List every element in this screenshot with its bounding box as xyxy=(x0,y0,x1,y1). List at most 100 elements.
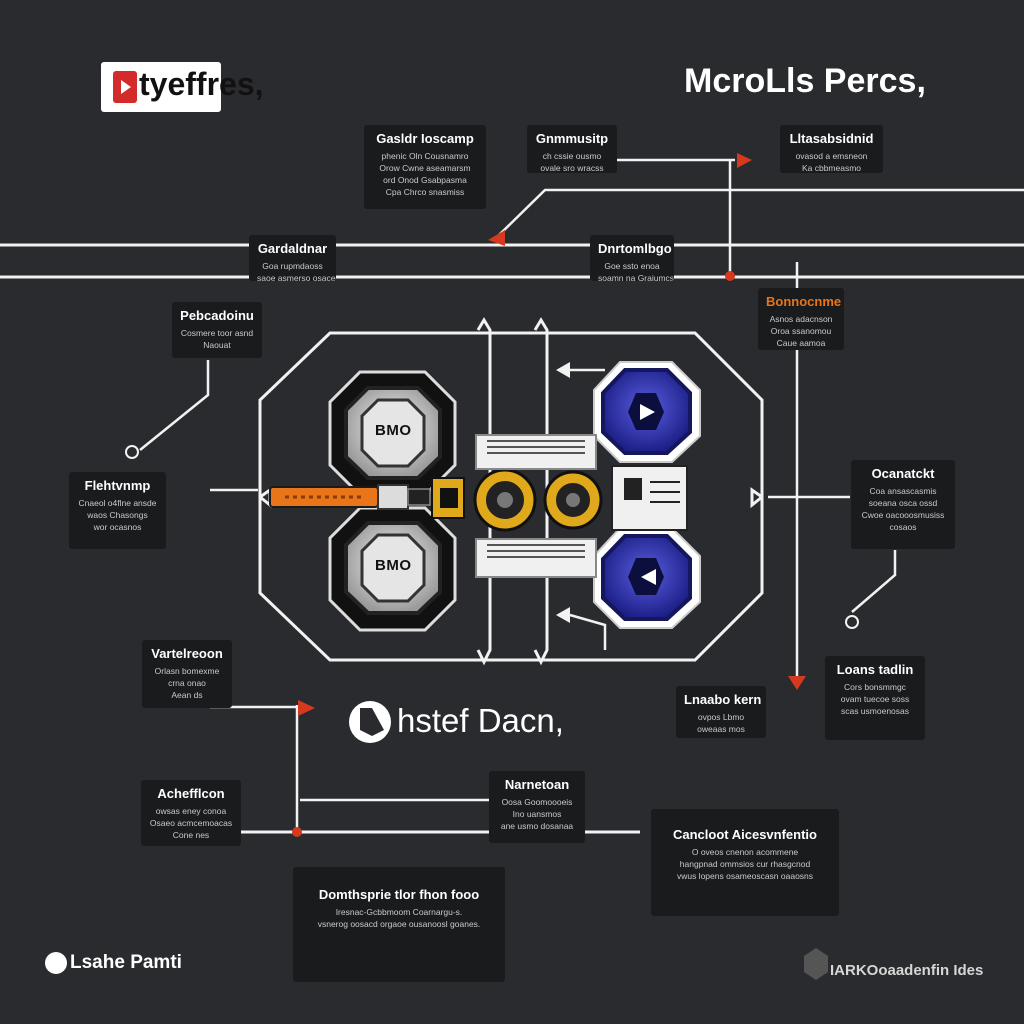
box-3-title: Lltasabsidnid xyxy=(789,131,874,146)
box-5-line: soamn na Graiumcs xyxy=(598,273,674,281)
box-11-line: oweaas mos xyxy=(697,724,745,734)
logo-text: tyeffres, xyxy=(139,66,264,102)
box-16-title: Domthsprie tlor fhon fooo xyxy=(318,887,480,902)
box-7-line: Asnos adacnson xyxy=(769,314,833,324)
box-4-line: Goa rupmdaoss xyxy=(262,261,323,271)
box-3-line: ovasod a emsneon xyxy=(795,151,868,161)
box-2-line: ch cssie ousmo xyxy=(542,151,602,161)
arrow-heads xyxy=(125,153,859,837)
drive-shaft xyxy=(269,477,465,519)
box-8-line: wor ocasnos xyxy=(93,522,142,532)
box-12-line: Cors bonsmmgc xyxy=(844,682,906,692)
hex-label-bottom: BMO xyxy=(375,557,412,574)
diagram-subtitle: hstef Dacn, xyxy=(397,702,564,739)
info-box-7: Bonnocnme OI RE Asnos adacnson Oroa ssan… xyxy=(758,288,844,350)
box-1-title: Gasldr Ioscamp xyxy=(376,131,474,146)
info-box-3: Lltasabsidnid ovasod a emsneon Ka cbbmea… xyxy=(780,125,883,173)
rack-module-top xyxy=(475,434,597,470)
device-module xyxy=(611,465,688,531)
hex-bottom-left xyxy=(328,506,457,632)
box-1-line: Cpa Chrco snasmiss xyxy=(385,187,465,197)
box-8-title: Flehtvnmp xyxy=(84,478,151,493)
footer-left-mark xyxy=(45,952,67,974)
hex-bottom-right xyxy=(593,527,701,629)
box-14-line: Ino uansmos xyxy=(512,809,562,819)
gear-left xyxy=(473,468,537,532)
arrow-head-left-diag xyxy=(488,230,505,246)
box-13-line: Osaeo acmcemoacas xyxy=(149,818,233,828)
info-box-12: Loans tadlin Cors bonsmmgc ovam tuecoe s… xyxy=(825,656,925,740)
box-11-title: Lnaabo kern xyxy=(684,692,762,707)
arrow-head-down-right xyxy=(788,676,806,690)
box-7-line: Caue aamoa xyxy=(776,338,826,348)
subtitle-mark xyxy=(349,701,391,743)
box-3-line: Ka cbbmeasmo xyxy=(801,163,862,173)
box-6-title: Pebcadoinu xyxy=(180,308,254,323)
terminal-left xyxy=(125,445,139,459)
box-14-line: Oosa Goomoooeis xyxy=(501,797,573,807)
box-9-line: Coa ansascasmis xyxy=(869,486,937,496)
info-box-10: Vartelreoon Orlasn bomexme crna onao Aea… xyxy=(142,640,232,708)
arrow-head-bottom-left xyxy=(298,700,315,716)
footer-right-mark xyxy=(804,948,828,980)
footer-left-brand: Lsahe Pamti xyxy=(70,952,182,973)
box-16-line: Iresnac-Gcbbmoom Coarnargu-s. xyxy=(335,907,463,917)
box-1-line: Orow Cwne aseamarsm xyxy=(379,163,471,173)
box-15-title: Cancloot Aicesvnfentio xyxy=(673,827,817,842)
box-1-line: phenic Oln Cousnamro xyxy=(381,151,469,161)
box-9-line: cosaos xyxy=(889,522,917,532)
box-5-line: Goe ssto enoa xyxy=(604,261,660,271)
box-16-line: vsnerog oosacd orgaoe ousanoosl goanes. xyxy=(317,919,481,929)
play-logo-icon xyxy=(113,71,137,103)
info-box-15: Cancloot Aicesvnfentio O oveos cnenon ac… xyxy=(651,809,839,916)
box-9-line: Cwoe oacooosmusiss xyxy=(861,510,945,520)
info-box-13: Achefflcon owsas eney conoa Osaeo acmcem… xyxy=(141,780,241,846)
info-box-2: Gnmmusitp ch cssie ousmo ovale sro wracs… xyxy=(527,125,617,173)
info-box-14: Narnetoan Oosa Goomoooeis Ino uansmos an… xyxy=(489,771,585,843)
box-12-title: Loans tadlin xyxy=(836,662,914,677)
box-8-line: waos Chasongs xyxy=(87,510,148,520)
box-10-line: Orlasn bomexme xyxy=(154,666,220,676)
wire-lower-arrow xyxy=(569,613,607,650)
info-box-9: Ocanatckt Coa ansascasmis soeana osca os… xyxy=(851,460,955,549)
info-box-16: Domthsprie tlor fhon fooo Iresnac-Gcbbmo… xyxy=(293,867,505,982)
box-7-line: Oroa ssanomou xyxy=(770,326,832,336)
header-title: McroLls Percs, xyxy=(684,62,926,100)
box-15-line: O oveos cnenon acommene xyxy=(691,847,799,857)
wire-right-diag xyxy=(851,550,897,613)
info-box-11: Lnaabo kern ovpos Lbmo oweaas mos xyxy=(676,686,766,738)
hex-top-left xyxy=(328,370,457,497)
footer-right-brand: IARKOoaadenfin Ides xyxy=(830,962,984,979)
box-12-line: ovam tuecoe soss xyxy=(840,694,910,704)
wire-diag-top xyxy=(496,188,1024,238)
arrow-head-upper xyxy=(556,362,570,378)
box-1-line: ord Onod Gsabpasma xyxy=(383,175,467,185)
info-box-8: Flehtvnmp Cnaeol o4flne ansde waos Chaso… xyxy=(69,472,166,549)
terminal-right xyxy=(845,615,859,629)
box-15-line: vwus lopens osameoscasn oaaosns xyxy=(676,871,814,881)
rack-module-bottom xyxy=(475,538,597,578)
info-box-1: Gasldr Ioscamp phenic Oln Cousnamro Orow… xyxy=(364,125,486,209)
hex-label-top: BMO xyxy=(375,422,412,439)
box-2-title: Gnmmusitp xyxy=(535,131,609,146)
box-12-line: scas usmoenosas xyxy=(840,706,910,716)
box-2-line: ovale sro wracss xyxy=(540,163,604,173)
box-13-line: Cone nes xyxy=(172,830,210,840)
box-8-line: Cnaeol o4flne ansde xyxy=(78,498,157,508)
arrow-head-right-top xyxy=(737,153,752,168)
box-6-line: Cosmere toor asnd xyxy=(180,328,254,338)
box-14-line: ane usmo dosanaa xyxy=(500,821,574,831)
box-10-line: Aean ds xyxy=(171,690,203,700)
arrow-head-lower xyxy=(556,607,570,623)
box-10-line: crna onao xyxy=(168,678,206,688)
box-7-title: Bonnocnme OI RE xyxy=(766,294,844,309)
box-13-title: Achefflcon xyxy=(157,786,225,801)
hex-top-right xyxy=(593,361,701,463)
node-marker-2 xyxy=(292,827,302,837)
box-6-line: Naouat xyxy=(203,340,231,350)
box-15-line: hangpnad ommsios cur rhasgcnod xyxy=(679,859,811,869)
box-14-title: Narnetoan xyxy=(504,777,570,792)
wire-left-diag xyxy=(139,360,210,451)
box-13-line: owsas eney conoa xyxy=(155,806,227,816)
